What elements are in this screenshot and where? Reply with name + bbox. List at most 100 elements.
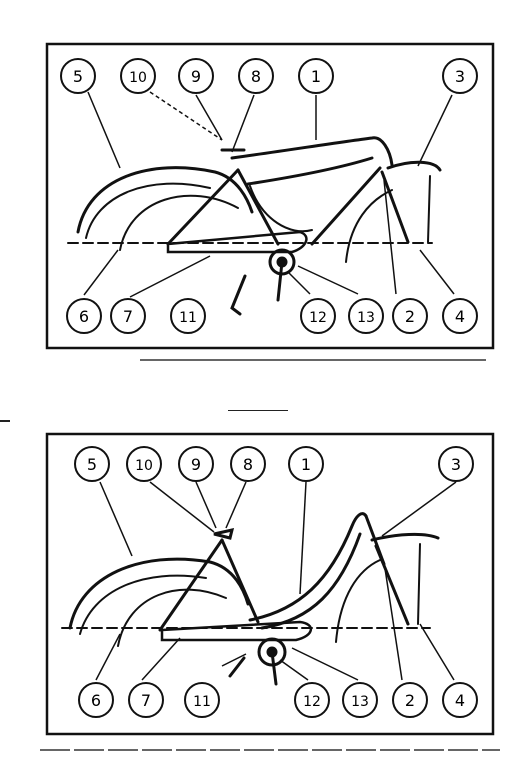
callout-7: 7 <box>110 298 146 334</box>
callout-label: 8 <box>251 67 261 86</box>
leader-lines <box>95 481 457 681</box>
callout-3: 3 <box>442 58 478 94</box>
front-fork <box>374 544 410 626</box>
callout-label: 13 <box>351 694 369 710</box>
leader-1 <box>299 481 307 595</box>
callout-label: 11 <box>179 310 197 326</box>
bicycle-illustration <box>67 136 442 316</box>
callout-11: 11 <box>170 298 206 334</box>
leader-4 <box>419 249 455 295</box>
leader-2 <box>383 179 397 295</box>
callout-13: 13 <box>342 682 378 718</box>
leader-9 <box>195 94 223 141</box>
diagram-border <box>45 42 495 350</box>
leader-12 <box>279 659 309 681</box>
kickstand <box>230 274 247 316</box>
leader-8 <box>231 94 255 153</box>
front-wheel <box>345 189 393 263</box>
callout-4: 4 <box>442 682 478 718</box>
leader-7 <box>141 637 181 681</box>
bicycle-diagram-bottom: 5 10 9 8 1 3 6 7 <box>40 432 500 751</box>
leader-6 <box>83 249 119 296</box>
diagram-border <box>45 432 495 736</box>
callout-label: 2 <box>405 307 415 326</box>
callout-7: 7 <box>128 682 164 718</box>
callout-label: 4 <box>455 691 465 710</box>
rear-fender <box>76 166 254 234</box>
down-tube <box>310 166 382 246</box>
callout-label: 8 <box>243 455 253 474</box>
bicycle-diagram-top: 5 10 9 8 1 3 6 7 <box>45 42 495 361</box>
seat-tube <box>236 168 280 246</box>
bicycle-illustration <box>61 512 440 686</box>
sprocket <box>257 637 287 667</box>
rear-fender <box>68 557 250 630</box>
scan-mark <box>228 410 288 411</box>
leader-5 <box>99 481 133 557</box>
leader-2 <box>383 561 403 681</box>
parts-diagram-panel-bottom: 5 10 9 8 1 3 6 7 <box>0 384 528 768</box>
callout-1: 1 <box>288 446 324 482</box>
leader-10 <box>149 91 223 141</box>
curved-top-tube <box>248 512 368 622</box>
rear-fender-inner <box>79 574 207 635</box>
callout-2: 2 <box>392 298 428 334</box>
callout-12: 12 <box>294 682 330 718</box>
callout-4: 4 <box>442 298 478 334</box>
callout-13: 13 <box>348 298 384 334</box>
front-fender-top <box>370 532 440 542</box>
leader-7 <box>129 255 211 298</box>
callout-label: 7 <box>123 307 133 326</box>
front-fender-stay <box>417 543 421 625</box>
callout-label: 10 <box>135 458 153 474</box>
crank-arm <box>276 260 284 302</box>
callout-1: 1 <box>298 58 334 94</box>
callout-11: 11 <box>184 682 220 718</box>
callout-10: 10 <box>126 446 162 482</box>
seat <box>213 528 235 540</box>
callout-label: 11 <box>193 694 211 710</box>
callout-12: 12 <box>300 298 336 334</box>
leader-10 <box>149 481 215 533</box>
seat-stay <box>166 168 240 246</box>
rear-wheel <box>119 194 239 251</box>
leader-3 <box>417 94 453 167</box>
callout-label: 9 <box>191 67 201 86</box>
callout-label: 3 <box>451 455 461 474</box>
leader-13 <box>297 265 359 295</box>
callout-3: 3 <box>438 446 474 482</box>
callout-9: 9 <box>178 446 214 482</box>
callout-label: 1 <box>311 67 321 86</box>
callout-10: 10 <box>120 58 156 94</box>
rear-fender-inner <box>85 182 211 239</box>
leader-5 <box>87 91 121 169</box>
leader-12 <box>287 271 311 295</box>
leader-lines <box>83 91 455 298</box>
seat-tube <box>220 538 260 624</box>
parts-diagram-panel-top: 5 10 9 8 1 3 6 7 <box>0 0 528 380</box>
leader-3 <box>381 481 457 537</box>
front-fender-stay <box>427 175 431 243</box>
leader-13 <box>291 647 359 681</box>
callout-label: 12 <box>309 310 327 326</box>
leader-9 <box>195 481 217 529</box>
callout-5: 5 <box>60 58 96 94</box>
callout-9: 9 <box>178 58 214 94</box>
callout-label: 5 <box>87 455 97 474</box>
kickstand <box>228 656 246 678</box>
leader-6 <box>95 633 121 681</box>
callout-label: 6 <box>79 307 89 326</box>
callout-label: 3 <box>455 67 465 86</box>
chain-guard <box>166 230 308 254</box>
callout-8: 8 <box>230 446 266 482</box>
leader-11 <box>221 653 247 667</box>
callout-label: 1 <box>301 455 311 474</box>
seat-stay <box>158 538 224 632</box>
callout-2: 2 <box>392 682 428 718</box>
callout-label: 12 <box>303 694 321 710</box>
callout-8: 8 <box>238 58 274 94</box>
chain-guard <box>160 620 312 642</box>
crank-arm <box>270 650 278 686</box>
callout-label: 5 <box>73 67 83 86</box>
callout-label: 7 <box>141 691 151 710</box>
